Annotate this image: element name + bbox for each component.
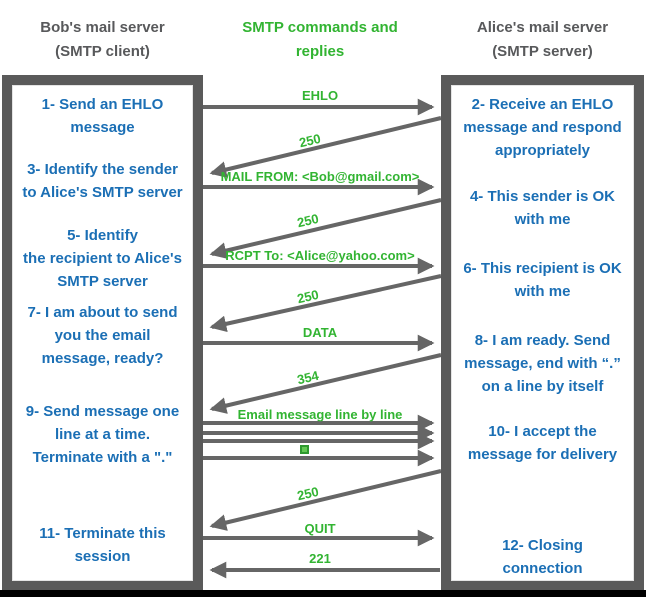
arrow-reply-250-1 [209, 116, 442, 178]
client-column-header: Bob's mail server (SMTP client) [40, 19, 165, 60]
commands-column-header: SMTP commands and replies [242, 19, 398, 60]
arrow-reply-250-4 [209, 469, 442, 531]
client-step-11: 11- Terminate this session [39, 525, 166, 565]
server-mail-server-box: 2- Receive an EHLO message and respond a… [441, 75, 644, 591]
client-step-7: 7- I am about to send you the email mess… [27, 304, 178, 367]
server-step-6: 6- This recipient is OK with me [463, 260, 622, 300]
client-box-inner: 1- Send an EHLO message 3- Identify the … [12, 85, 193, 581]
label-quit: QUIT [304, 521, 336, 536]
server-column-header: Alice's mail server (SMTP server) [476, 19, 609, 60]
label-reply-221: 221 [309, 551, 331, 566]
client-step-5: 5- Identify the recipient to Alice's SMT… [23, 227, 182, 290]
client-mail-server-box: 1- Send an EHLO message 3- Identify the … [2, 75, 203, 591]
label-ehlo: EHLO [301, 88, 339, 103]
client-step-3: 3- Identify the sender to Alice's SMTP s… [22, 161, 183, 201]
server-step-12: 12- Closing connection [502, 537, 583, 577]
server-step-4: 4- This sender is OK with me [469, 188, 616, 228]
label-email-lines: Email message line by line [237, 407, 403, 422]
arrow-reply-354 [209, 353, 442, 414]
label-rcpt-to: RCPT To: <Alice@yahoo.com> [225, 248, 415, 263]
server-step-2: 2- Receive an EHLO message and respond a… [463, 96, 622, 159]
arrow-reply-250-2 [209, 198, 442, 259]
label-data: DATA [302, 325, 338, 340]
bottom-border-bar [0, 590, 646, 597]
server-step-10: 10- I accept the message for delivery [467, 423, 618, 463]
terminating-dot-icon [300, 445, 309, 454]
server-step-8: 8- I am ready. Send message, end with “.… [464, 332, 621, 395]
server-box-inner: 2- Receive an EHLO message and respond a… [451, 85, 634, 581]
label-mail-from: MAIL FROM: <Bob@gmail.com> [220, 169, 420, 184]
client-step-1: 1- Send an EHLO message [41, 96, 164, 136]
arrow-reply-250-3 [209, 274, 442, 333]
client-step-9: 9- Send message one line at a time. Term… [25, 403, 180, 466]
